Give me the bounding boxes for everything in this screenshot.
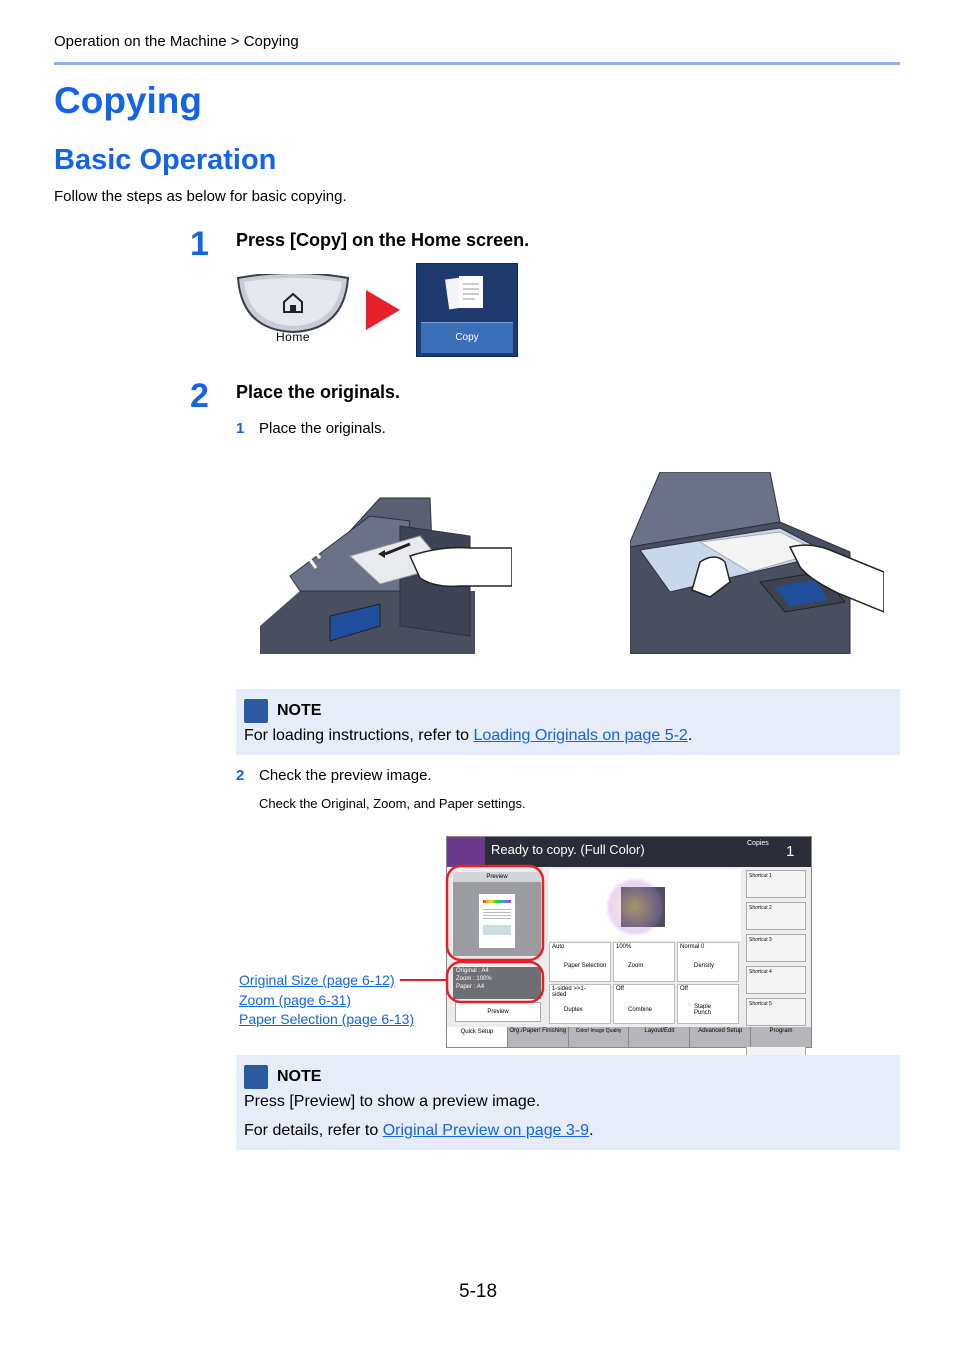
setting-duplex[interactable]: 1-sided >>1-sided Duplex	[549, 984, 611, 1024]
note-icon	[244, 699, 268, 723]
settings-grid: Auto Paper Selection 100% Zoom Normal 0 …	[549, 942, 741, 1026]
substep-number: 2	[236, 767, 245, 784]
copy-screen: Ready to copy. (Full Color) Copies 1 Pre…	[446, 836, 812, 1058]
note-text: For loading instructions, refer to Loadi…	[244, 727, 692, 745]
info-row: Paper : A4	[456, 984, 485, 990]
step-title: Press [Copy] on the Home screen.	[236, 230, 530, 250]
tab-advanced-setup[interactable]: Advanced Setup	[690, 1027, 752, 1047]
substep-text: Place the originals.	[259, 420, 386, 437]
home-button-illustration	[236, 274, 350, 334]
info-row: Zoom : 100%	[456, 976, 492, 982]
copy-tile-label: Copy	[421, 322, 513, 353]
copies-value[interactable]: 1	[786, 843, 795, 860]
shortcut-button[interactable]: Shortcut 4	[746, 966, 806, 994]
machine-image	[549, 869, 741, 941]
tab-layout-edit[interactable]: Layout/Edit	[629, 1027, 691, 1047]
tab-program[interactable]: Program	[751, 1027, 811, 1047]
screen-tabs: Quick Setup Org./Paper/ Finishing Color/…	[447, 1027, 811, 1047]
platen-illustration	[630, 472, 884, 654]
home-label: Home	[276, 330, 311, 344]
note-text: For details, refer to Original Preview o…	[244, 1122, 594, 1140]
note-label: NOTE	[277, 702, 322, 719]
setting-staple-punch[interactable]: Off Staple Punch	[677, 984, 739, 1024]
home-icon	[283, 292, 303, 313]
setting-combine[interactable]: Off Combine	[613, 984, 675, 1024]
highlight-overlay	[400, 864, 545, 1004]
preview-panel: Preview	[453, 872, 541, 956]
note-text-after: .	[589, 1122, 594, 1139]
section-title: Basic Operation	[54, 144, 277, 176]
note-text-before: For loading instructions, refer to	[244, 727, 474, 744]
note-text: Press [Preview] to show a preview image.	[244, 1093, 541, 1110]
note-icon	[244, 1065, 268, 1089]
annotation-links: Original Size (page 6-12) Zoom (page 6-3…	[239, 971, 414, 1030]
copy-tile: Copy	[416, 263, 518, 357]
note-box: NOTE Press [Preview] to show a preview i…	[236, 1055, 900, 1150]
original-preview-link[interactable]: Original Preview on page 3-9	[382, 1122, 590, 1139]
note-label: NOTE	[277, 1068, 322, 1085]
loading-originals-link[interactable]: Loading Originals on page 5-2	[473, 727, 688, 744]
tab-quick-setup[interactable]: Quick Setup	[447, 1027, 508, 1047]
arrow-right-icon	[366, 290, 400, 330]
step-number: 1	[190, 225, 209, 263]
screen-status: Ready to copy. (Full Color)	[491, 842, 645, 857]
note-box: NOTE For loading instructions, refer to …	[236, 689, 900, 755]
copy-document-icon	[445, 276, 483, 310]
substep-number: 1	[236, 420, 245, 437]
zoom-link[interactable]: Zoom (page 6-31)	[239, 991, 352, 1008]
preview-page	[479, 894, 515, 948]
note-text-before: For details, refer to	[244, 1122, 383, 1139]
page-number: 5-18	[459, 1281, 498, 1302]
screen-header: Ready to copy. (Full Color) Copies 1	[447, 837, 811, 867]
breadcrumb: Operation on the Machine > Copying	[54, 33, 299, 50]
tab-color-image-quality[interactable]: Color/ Image Quality	[568, 1027, 630, 1047]
document-processor-illustration	[260, 497, 512, 654]
setting-paper-selection[interactable]: Auto Paper Selection	[549, 942, 611, 982]
shortcut-button[interactable]: Shortcut 3	[746, 934, 806, 962]
substep-detail: Check the Original, Zoom, and Paper sett…	[259, 796, 526, 811]
preview-title: Preview	[453, 872, 541, 882]
shortcut-button[interactable]: Shortcut 2	[746, 902, 806, 930]
step-number: 2	[190, 377, 209, 415]
shortcut-button[interactable]: Shortcut 1	[746, 870, 806, 898]
step-title: Place the originals.	[236, 382, 401, 402]
paper-selection-link[interactable]: Paper Selection (page 6-13)	[239, 1011, 415, 1027]
shortcut-button[interactable]: Shortcut 5	[746, 998, 806, 1026]
info-row: Original : A4	[456, 968, 489, 974]
page-title: Copying	[54, 80, 202, 121]
shortcut-list: Shortcut 1 Shortcut 2 Shortcut 3 Shortcu…	[746, 870, 806, 1062]
copies-label: Copies	[747, 840, 769, 847]
header-rule	[54, 62, 900, 65]
copy-mode-icon	[447, 837, 485, 867]
tab-org-paper-finishing[interactable]: Org./Paper/ Finishing	[507, 1027, 569, 1047]
preview-info: Original : A4 Zoom : 100% Paper : A4	[453, 967, 541, 999]
note-text-after: .	[687, 727, 693, 744]
original-size-link[interactable]: Original Size (page 6-12)	[239, 972, 395, 988]
substep-text: Check the preview image.	[259, 767, 432, 784]
intro-text: Follow the steps as below for basic copy…	[54, 188, 347, 205]
setting-density[interactable]: Normal 0 Density	[677, 942, 739, 982]
setting-zoom[interactable]: 100% Zoom	[613, 942, 675, 982]
